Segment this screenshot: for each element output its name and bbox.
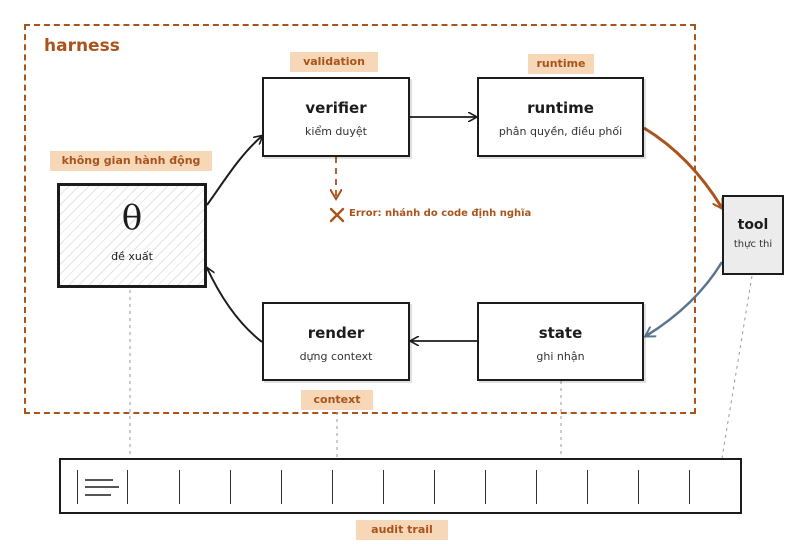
theta-node: θ đề xuất xyxy=(57,183,207,288)
arrow-tool-to-state xyxy=(646,261,724,336)
verifier-title: verifier xyxy=(305,99,367,117)
render-title: render xyxy=(307,324,365,342)
tag-runtime: runtime xyxy=(528,54,594,74)
state-sub: ghi nhận xyxy=(536,350,585,363)
audit-entry-divider xyxy=(230,470,231,504)
tool-node: tool thực thi xyxy=(722,195,784,275)
arrow-render-to-theta xyxy=(207,268,263,343)
audit-entry-divider xyxy=(383,470,384,504)
audit-trail-bar xyxy=(59,458,742,514)
audit-entry-divider xyxy=(332,470,333,504)
audit-entry-divider xyxy=(689,470,690,504)
tag-audit-trail: audit trail xyxy=(356,520,448,540)
render-sub: dựng context xyxy=(299,350,373,363)
tag-action-space: không gian hành động xyxy=(50,151,212,171)
audit-entry-divider xyxy=(536,470,537,504)
render-node: render dựng context xyxy=(262,302,410,381)
runtime-title: runtime xyxy=(527,99,594,117)
runtime-node: runtime phân quyền, điều phối xyxy=(477,77,644,157)
harness-frame xyxy=(24,24,696,414)
audit-drop-lines xyxy=(129,275,753,459)
runtime-sub: phân quyền, điều phối xyxy=(498,125,623,138)
error-x-icon xyxy=(329,207,345,223)
arrow-theta-to-verifier xyxy=(206,136,262,206)
tool-sub: thực thi xyxy=(733,239,773,250)
harness-label: harness xyxy=(44,36,120,56)
theta-sub: đề xuất xyxy=(111,250,153,263)
audit-entry-divider xyxy=(587,470,588,504)
audit-entry-divider xyxy=(638,470,639,504)
audit-entry-divider xyxy=(485,470,486,504)
verifier-sub: kiểm duyệt xyxy=(305,125,367,138)
theta-symbol: θ xyxy=(121,198,143,238)
tool-title: tool xyxy=(737,217,769,233)
state-title: state xyxy=(538,324,583,342)
verifier-node: verifier kiểm duyệt xyxy=(262,77,410,157)
tag-context: context xyxy=(301,390,373,410)
audit-entry-divider xyxy=(281,470,282,504)
arrow-runtime-to-tool xyxy=(643,126,722,208)
audit-entry-divider xyxy=(179,470,180,504)
audit-log-icon xyxy=(77,470,128,504)
error-message: Error: nhánh do code định nghĩa xyxy=(349,208,532,219)
state-node: state ghi nhận xyxy=(477,302,644,381)
audit-entry-divider xyxy=(434,470,435,504)
tag-validation: validation xyxy=(290,52,378,72)
